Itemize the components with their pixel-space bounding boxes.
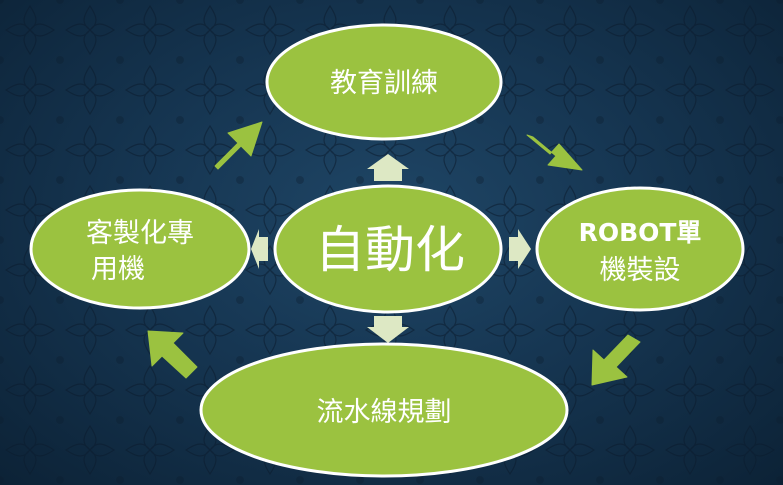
node-center-ellipse: [273, 184, 503, 314]
arrow-center-up: [367, 154, 409, 181]
node-bottom-ellipse: [199, 342, 569, 478]
arrow-bottom-to-left: [147, 330, 198, 379]
node-bottom-label: 流水線規劃: [317, 397, 452, 428]
node-right-label-line1: ROBOT單: [579, 218, 702, 247]
arrow-center-right: [509, 229, 531, 269]
node-right-label-line2: 機裝設: [600, 255, 681, 286]
node-top-ellipse: [265, 23, 503, 141]
arrow-right-to-bottom: [591, 334, 641, 386]
node-top-label: 教育訓練: [330, 68, 438, 99]
node-right-ellipse: [535, 186, 745, 312]
arrow-center-left: [251, 229, 268, 269]
node-left-label-line2: 用機: [91, 254, 145, 285]
node-left-label-line1: 客製化專: [86, 218, 194, 249]
arrow-top-to-right: [526, 134, 583, 171]
arrow-left-to-top: [214, 121, 263, 170]
node-center-label: 自動化: [315, 221, 465, 279]
arrow-center-down: [367, 316, 409, 343]
node-left-ellipse: [29, 188, 251, 310]
